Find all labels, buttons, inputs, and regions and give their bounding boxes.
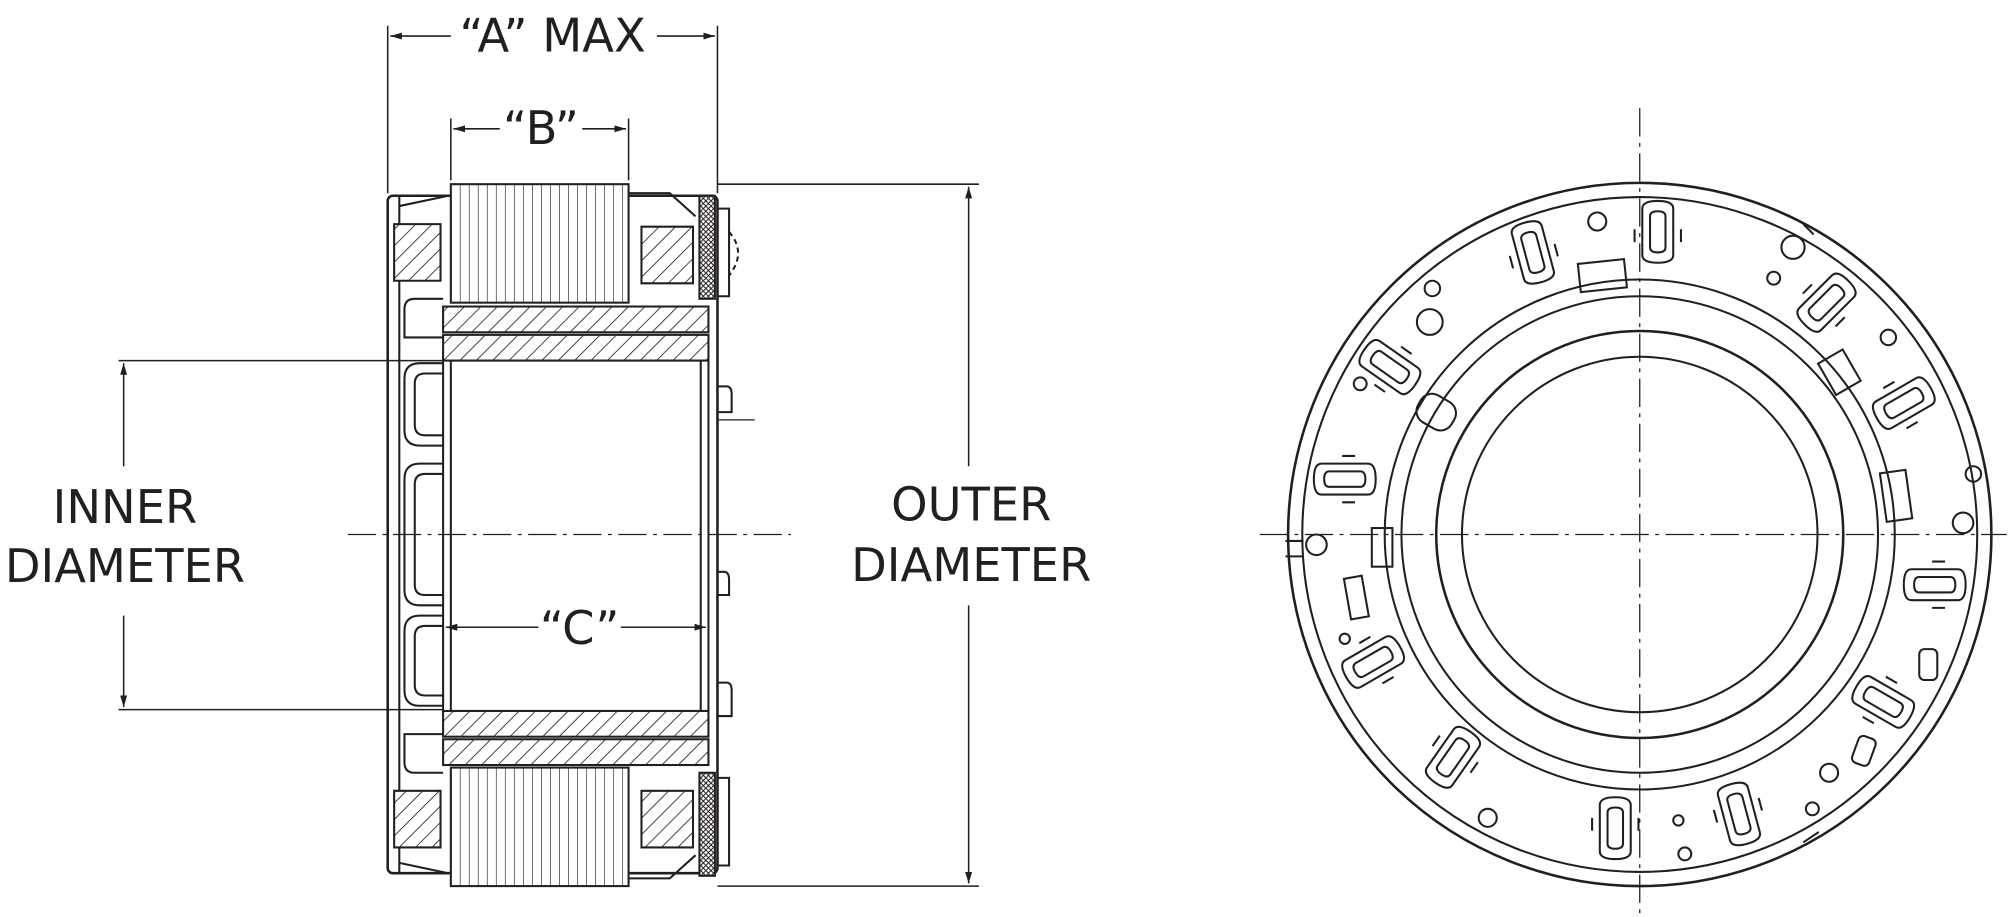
outer-diameter-label-line2: DIAMETER (851, 538, 1091, 592)
terminal-lugs (1312, 199, 1967, 861)
dimension-a-max-label: “A” MAX (459, 9, 645, 63)
end-winding-left-top (393, 223, 442, 282)
side-section-view (386, 183, 755, 888)
terminal-board-top (698, 194, 716, 300)
lamination-stack-bottom (449, 766, 630, 888)
terminal-board-bottom (698, 771, 716, 877)
lamination-stack-top (449, 183, 630, 304)
end-winding-left-bottom (393, 789, 442, 849)
inner-diameter-label-line2: DIAMETER (5, 539, 245, 593)
dimension-c-label: “C” (540, 601, 620, 655)
dimension-lines (118, 25, 979, 887)
bore-sleeve-inner-bottom (442, 709, 710, 738)
bore-sleeve-inner-top (442, 333, 710, 362)
bore-sleeve-outer-bottom (442, 738, 710, 767)
dimension-b-label: “B” (503, 101, 579, 155)
inner-diameter-label-line1: INNER (53, 480, 198, 534)
bore-outer (1434, 329, 1845, 740)
outer-diameter-label-line1: OUTER (891, 477, 1051, 531)
end-winding-right-top (640, 225, 695, 285)
bore-sleeve-outer-top (442, 305, 710, 334)
end-winding-right-bottom (640, 789, 695, 849)
end-view-centerlines (1259, 108, 2007, 917)
